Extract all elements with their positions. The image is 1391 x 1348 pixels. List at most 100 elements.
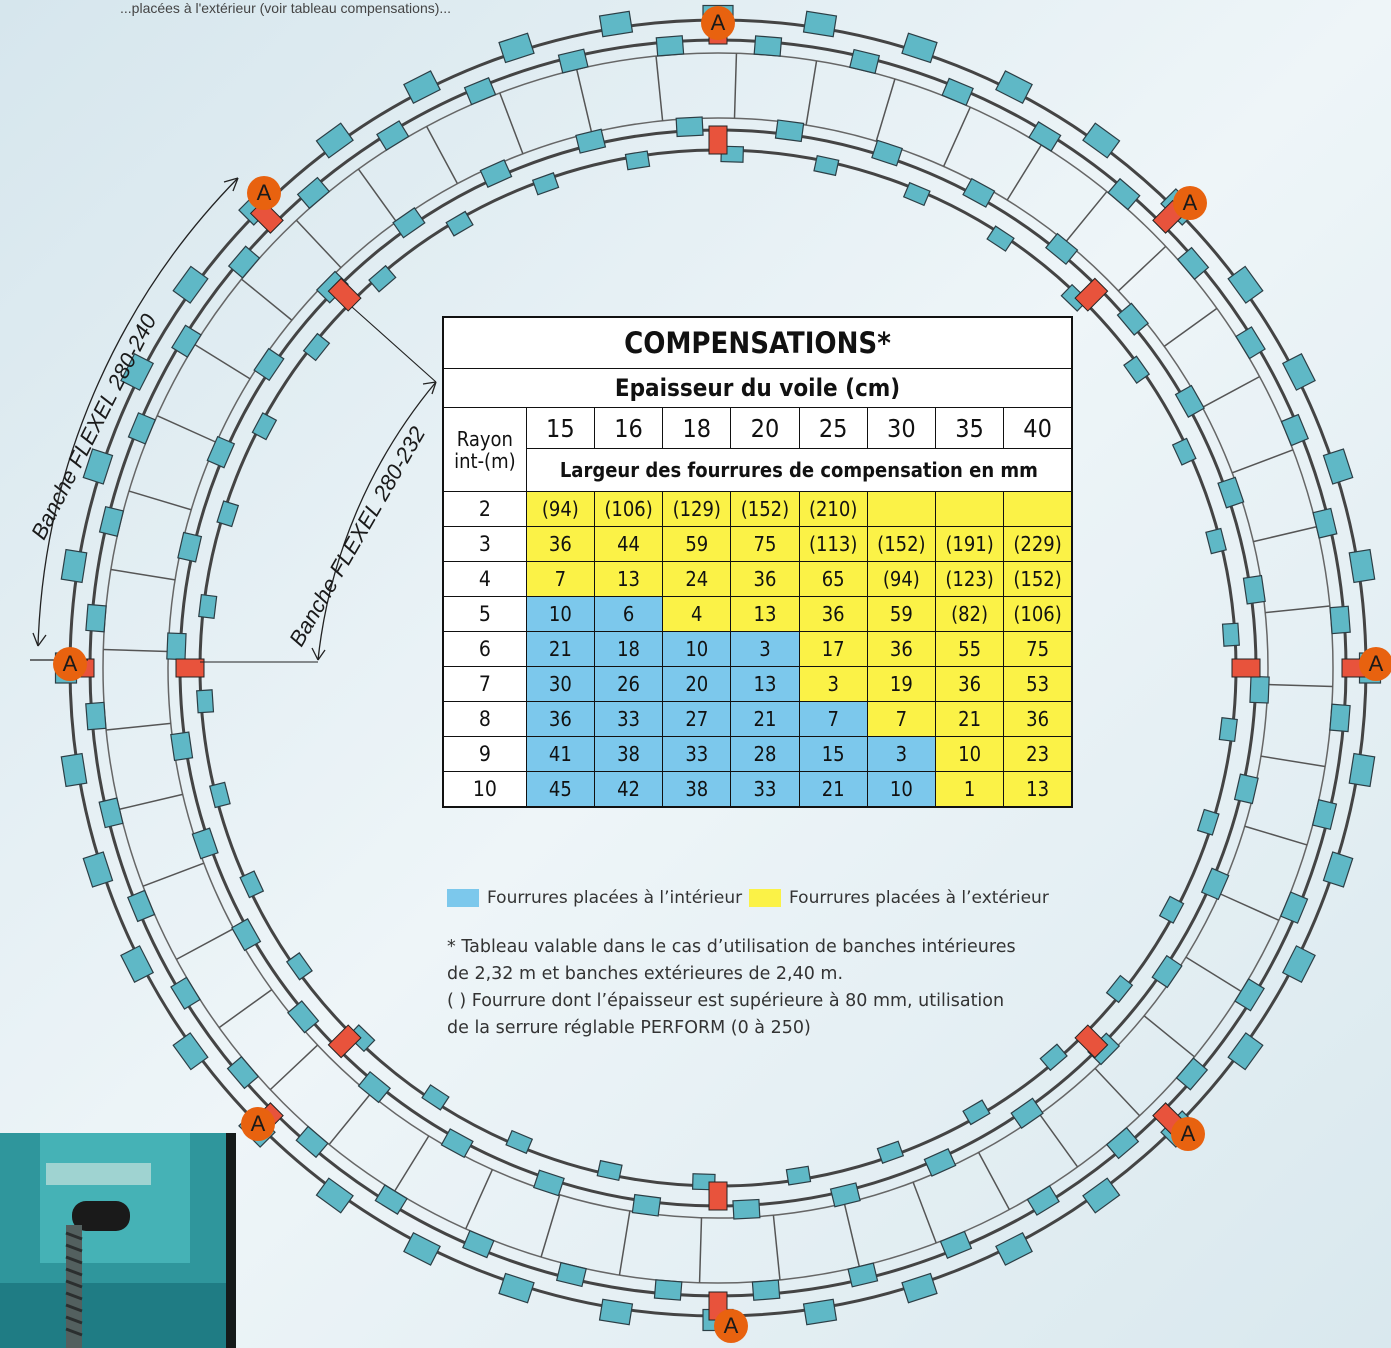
compensation-cell: 27 bbox=[662, 701, 732, 737]
tie-rod bbox=[1038, 1113, 1079, 1168]
compensation-cell: (106) bbox=[593, 491, 664, 527]
footnote-line4: de la serrure réglable PERFORM (0 à 250) bbox=[447, 1018, 811, 1038]
inner-stiffener bbox=[1039, 1043, 1068, 1072]
compensation-cell: 6 bbox=[593, 596, 664, 632]
compensation-cell: (94) bbox=[866, 561, 936, 597]
inner-bracket bbox=[177, 531, 203, 563]
tie-rod bbox=[110, 568, 176, 581]
inner-stiffener bbox=[902, 181, 931, 207]
tie-rod bbox=[1231, 449, 1294, 474]
outer-stiffener bbox=[1235, 326, 1266, 360]
inner-bracket bbox=[253, 347, 285, 382]
inner-stiffener bbox=[986, 225, 1015, 252]
thickness-header: 30 bbox=[866, 407, 936, 449]
inner-bracket bbox=[1174, 384, 1205, 418]
inner-stiffener bbox=[216, 500, 240, 528]
compensation-cell: (113) bbox=[798, 526, 868, 562]
compensation-cell: 21 bbox=[525, 631, 595, 667]
compensation-cell: 30 bbox=[525, 666, 595, 702]
tie-rod bbox=[156, 415, 217, 444]
compensation-cell: 55 bbox=[934, 631, 1005, 667]
inner-bracket bbox=[1010, 1097, 1044, 1129]
compensation-cell: 45 bbox=[525, 771, 595, 808]
adjustable-lock bbox=[708, 1181, 728, 1211]
outer-stiffener bbox=[374, 1184, 408, 1215]
compensation-cell: 17 bbox=[798, 631, 868, 667]
tie-rod bbox=[733, 53, 738, 119]
outer-stiffener bbox=[941, 77, 974, 107]
inner-stiffener bbox=[445, 210, 474, 237]
marker-a-bottom-left: A bbox=[241, 1107, 275, 1141]
outer-bracket bbox=[315, 122, 354, 159]
marker-a-bottom-right: A bbox=[1171, 1117, 1205, 1151]
compensation-cell: 10 bbox=[866, 771, 936, 808]
lock-photo-inset bbox=[0, 1133, 236, 1348]
compensation-cell: 21 bbox=[798, 771, 868, 808]
outer-stiffener bbox=[655, 35, 685, 57]
outer-bracket bbox=[498, 1272, 535, 1304]
compensation-cell: (191) bbox=[934, 526, 1005, 562]
outer-stiffener bbox=[226, 1055, 260, 1090]
inner-bracket bbox=[532, 1169, 565, 1197]
tie-rod bbox=[1219, 892, 1280, 921]
legend-inside-swatch bbox=[447, 889, 479, 907]
outer-stiffener bbox=[227, 245, 261, 279]
tie-rod bbox=[241, 278, 293, 321]
thickness-header: 20 bbox=[730, 407, 800, 449]
inner-stiffener bbox=[368, 264, 397, 293]
footnote-line3: ( ) Fourrure dont l’épaisseur est supéri… bbox=[447, 991, 1005, 1011]
compensation-cell: 42 bbox=[593, 771, 664, 808]
compensation-cell: 36 bbox=[525, 701, 595, 737]
tie-rod bbox=[295, 219, 342, 269]
inner-bracket bbox=[166, 632, 187, 661]
outer-bracket bbox=[1322, 851, 1354, 888]
legend-inside-label: Fourrures placées à l’intérieur bbox=[487, 888, 743, 908]
compensation-cell: 3 bbox=[730, 631, 800, 667]
outer-bracket bbox=[82, 448, 114, 485]
ring-layer bbox=[54, 4, 1382, 1332]
compensation-cell: 41 bbox=[525, 736, 595, 772]
outer-bracket bbox=[1348, 752, 1376, 788]
inner-bracket bbox=[392, 207, 426, 239]
compensation-cell: 36 bbox=[934, 666, 1005, 702]
outer-bracket bbox=[1322, 448, 1354, 485]
compensation-cell: 10 bbox=[662, 631, 732, 667]
inner-bracket bbox=[732, 1198, 761, 1220]
compensation-cell: (123) bbox=[934, 561, 1005, 597]
adjustable-lock bbox=[1074, 1024, 1109, 1059]
compensation-cell: 13 bbox=[1003, 771, 1073, 808]
outer-bracket bbox=[82, 851, 114, 888]
outer-stiffener bbox=[1028, 121, 1062, 152]
outer-bracket bbox=[1082, 1177, 1121, 1214]
inner-stiffener bbox=[302, 332, 331, 362]
compensation-cell: 26 bbox=[593, 666, 664, 702]
row-header-line1: Rayon bbox=[456, 426, 513, 451]
tie-rod bbox=[106, 722, 171, 731]
inner-bracket bbox=[829, 1182, 861, 1208]
rayon-cell: 3 bbox=[442, 526, 527, 562]
inner-bracket bbox=[1200, 867, 1230, 901]
outer-bracket bbox=[1281, 945, 1316, 983]
outer-bracket bbox=[172, 265, 209, 304]
table-title: COMPENSATIONS* bbox=[442, 316, 1073, 369]
inner-bracket bbox=[440, 1128, 474, 1159]
dimension-lines bbox=[30, 177, 437, 663]
inner-stiffener bbox=[1158, 895, 1185, 924]
outer-stiffener bbox=[296, 176, 331, 210]
compensation-cell: (106) bbox=[1003, 596, 1073, 632]
compensation-cell: 65 bbox=[798, 561, 868, 597]
table-subtitle: Epaisseur du voile (cm) bbox=[442, 368, 1073, 408]
compensation-cell: 36 bbox=[798, 596, 868, 632]
inner-stiffener bbox=[1196, 808, 1220, 836]
outer-bracket bbox=[1227, 1032, 1264, 1071]
compensation-cell: (152) bbox=[1003, 561, 1073, 597]
compensation-cell: 7 bbox=[525, 561, 595, 597]
tie-rod bbox=[912, 1181, 937, 1244]
inner-stiffener bbox=[624, 150, 651, 171]
inner-ring-waler bbox=[167, 117, 1269, 1219]
inner-bracket bbox=[675, 116, 704, 138]
